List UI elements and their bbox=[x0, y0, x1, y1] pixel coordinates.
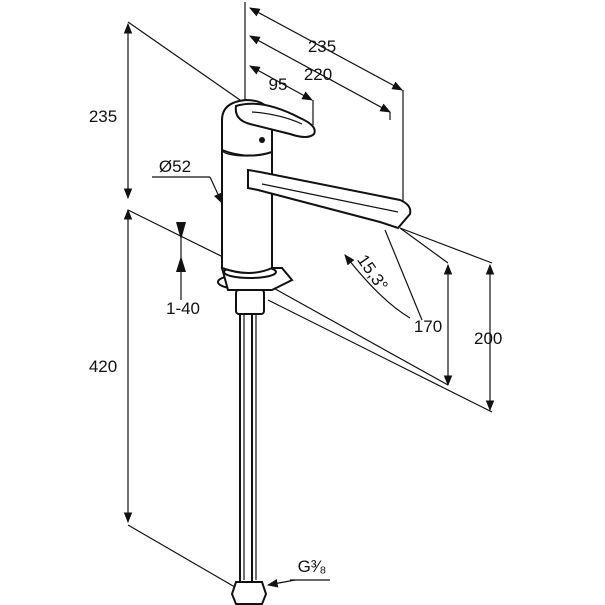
dim-deck-thickness: 1-40 bbox=[166, 299, 200, 318]
faucet-body bbox=[221, 119, 273, 274]
dim-top-height: 235 bbox=[89, 107, 117, 126]
extension-lines bbox=[127, 2, 493, 591]
connection-nut bbox=[230, 581, 268, 605]
dim-body-diameter: Ø52 bbox=[159, 157, 191, 176]
dim-lever-offset: 95 bbox=[269, 75, 288, 94]
dim-spout-reach-inner: 220 bbox=[304, 65, 332, 84]
dim-spout-reach: 235 bbox=[308, 37, 336, 56]
dim-below-deck-length: 420 bbox=[89, 357, 117, 376]
dim-connection-thread: G³⁄₈ bbox=[298, 557, 327, 576]
spout bbox=[247, 168, 412, 230]
faucet bbox=[217, 98, 412, 605]
dim-outlet-height: 170 bbox=[414, 317, 442, 336]
dimension-lines bbox=[123, 7, 495, 524]
dim-outlet-height-total: 200 bbox=[474, 329, 502, 348]
